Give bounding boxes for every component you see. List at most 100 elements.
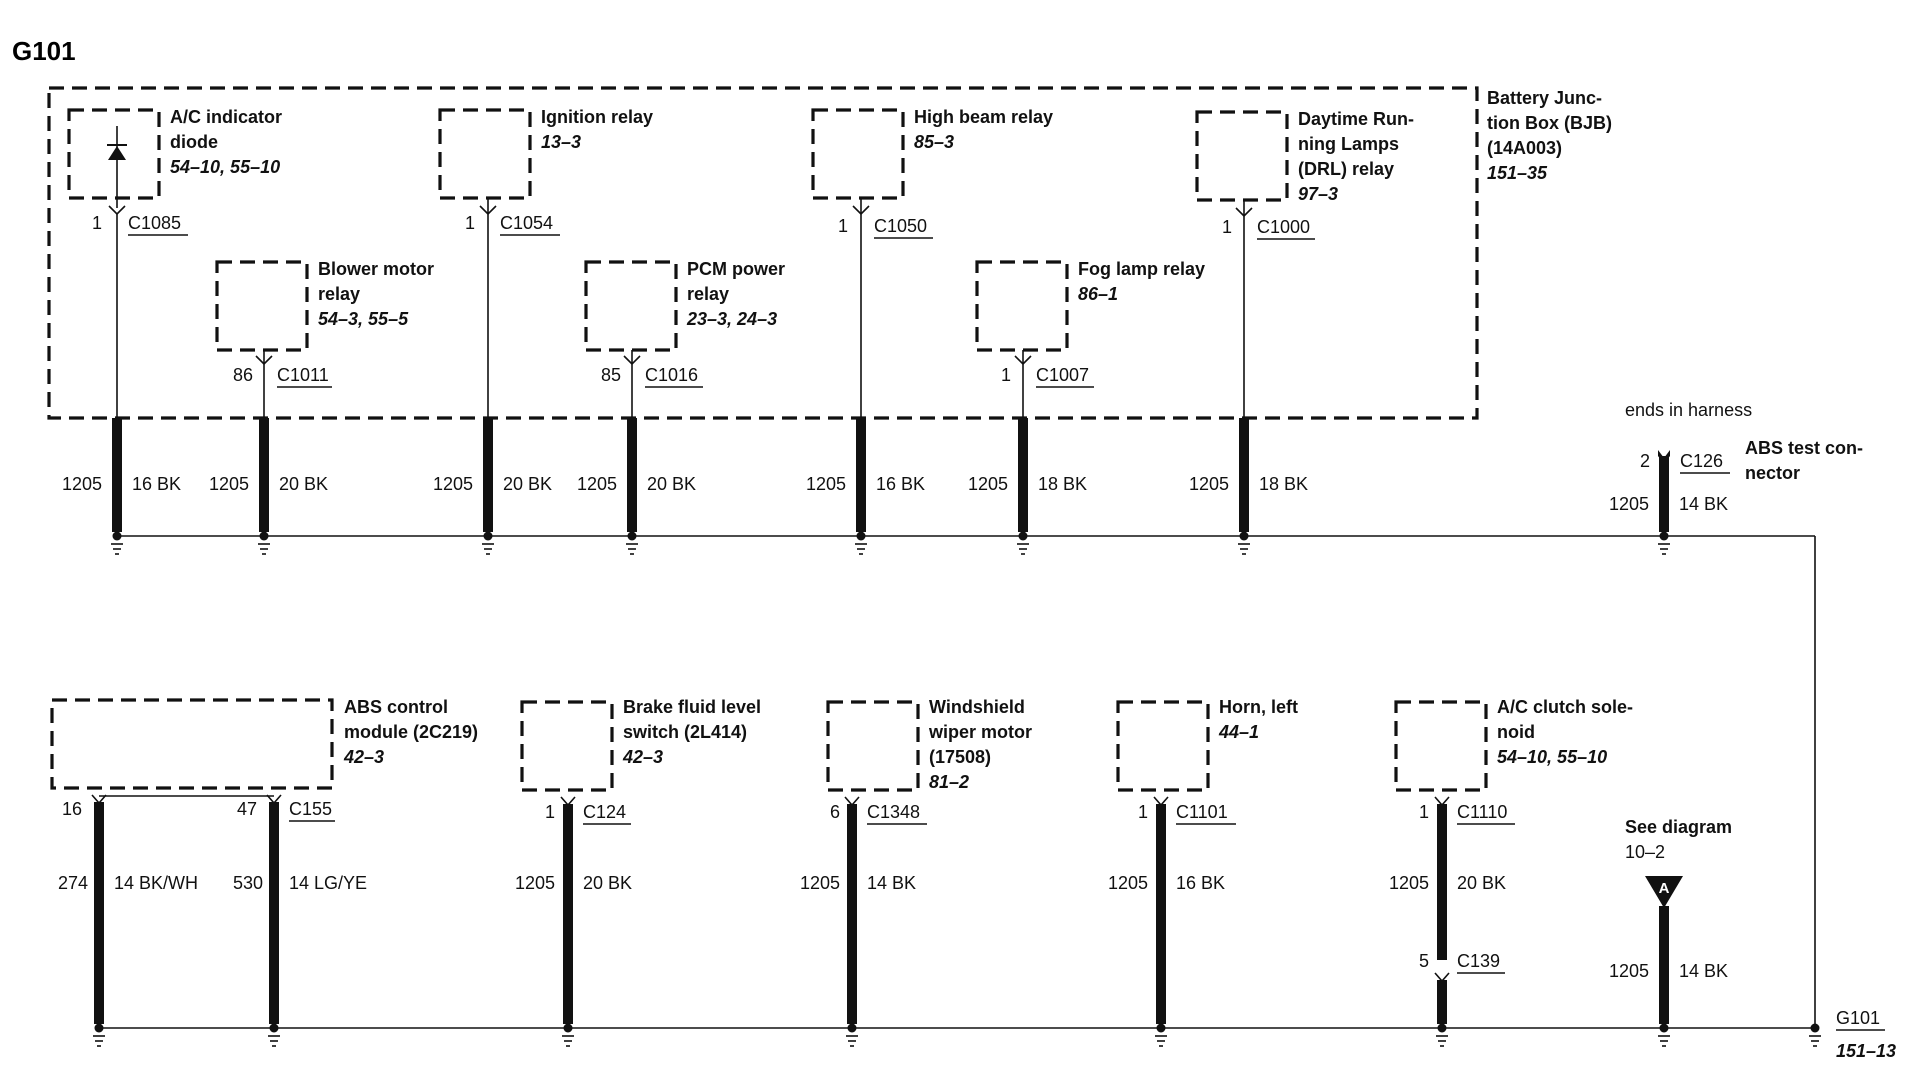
circuit-number: 1205 [1609,961,1649,981]
ground-symbols [93,531,1821,1047]
connector-badge: A [1659,880,1670,897]
circuit-number: 1205 [577,474,617,494]
top-component-ac-indicator-diode: A/C indicator diode 54–10, 55–10 1 C1085 [67,107,282,418]
component-ref: 42–3 [343,747,384,767]
ground-symbol [1017,531,1029,555]
ground-symbol [1155,1023,1167,1047]
pin-number: 5 [1419,951,1429,971]
pin-number: 1 [1222,217,1232,237]
component-name: wiper motor [928,722,1032,742]
component-ref: 81–2 [929,772,969,792]
component-name: Brake fluid level [623,697,761,717]
ground-symbol [1436,1023,1448,1047]
wire-spec: 20 BK [1457,873,1506,893]
pin-number: 85 [601,365,621,385]
component-name: Daytime Run- [1298,109,1414,129]
pin-number: 1 [465,213,475,233]
wire-spec: 14 BK/WH [114,873,198,893]
ground-symbol [1809,1023,1821,1047]
component-name: Blower motor [318,259,434,279]
connector-id: C1016 [645,365,698,385]
page-title: G101 [12,36,76,66]
bottom-component-brake-fluid-level-switch: Brake fluid level switch (2L414) 42–3 1 … [515,697,761,1024]
abs-test-connector: ends in harness ABS test con- nector 2 C… [1609,400,1863,532]
component-ref: 86–1 [1078,284,1118,304]
ground-symbol [1658,531,1670,555]
component-name: Windshield [929,697,1025,717]
connector-id: C124 [583,802,626,822]
wire-spec: 18 BK [1259,474,1308,494]
see-diagram-ref: 10–2 [1625,842,1665,862]
circuit-number: 1205 [806,474,846,494]
component-box [1394,700,1488,792]
circuit-number: 1205 [1609,494,1649,514]
wire-spec: 16 BK [1176,873,1225,893]
component-name: A/C indicator [170,107,282,127]
see-diagram-reference: See diagram 10–2 A 1205 14 BK [1609,817,1732,1024]
component-name: Ignition relay [541,107,653,127]
top-component-high-beam-relay: High beam relay 85–3 1 C1050 [811,107,1053,418]
component-name: High beam relay [914,107,1053,127]
connector-id: C1000 [1257,217,1310,237]
wire-spec: 20 BK [503,474,552,494]
harness-note: ends in harness [1625,400,1752,420]
ground-symbol [93,1023,105,1047]
component-name: Horn, left [1219,697,1298,717]
connector-id: C1054 [500,213,553,233]
circuit-number: 1205 [62,474,102,494]
component-ref: 97–3 [1298,184,1338,204]
bjb-ref: 151–35 [1487,163,1548,183]
connector-pin-symbol [560,796,576,807]
connector-id: C1085 [128,213,181,233]
ground-symbol [111,531,123,555]
ground-symbol [268,1023,280,1047]
wire-spec: 20 BK [647,474,696,494]
component-box [1116,700,1210,792]
pin-number: 16 [62,799,82,819]
circuit-number: 530 [233,873,263,893]
component-ref: 13–3 [541,132,581,152]
connector-id: C1050 [874,216,927,236]
triangle-connector-icon [1645,876,1683,908]
component-name: switch (2L414) [623,722,747,742]
circuit-number: 1205 [515,873,555,893]
pin-number: 86 [233,365,253,385]
circuit-number: 1205 [433,474,473,494]
bottom-component-windshield-wiper-motor: Windshield wiper motor (17508) 81–2 6 C1… [800,697,1032,1024]
battery-junction-box-outline [47,86,1479,420]
circuit-number: 1205 [1108,873,1148,893]
component-name: ABS control [344,697,448,717]
component-box [1195,110,1289,202]
bjb-label: Battery Junc- tion Box (BJB) (14A003) 15… [1487,88,1612,183]
component-box [438,108,532,200]
component-box [50,698,334,790]
component-name: ABS test con- [1745,438,1863,458]
component-name: diode [170,132,218,152]
connector-id: C155 [289,799,332,819]
bjb-label-line: Battery Junc- [1487,88,1602,108]
connector-id: C1101 [1176,802,1228,822]
component-ref: 54–10, 55–10 [170,157,280,177]
circuit-number: 274 [58,873,88,893]
connector-id: C1110 [1457,802,1507,822]
ground-symbol [1238,531,1250,555]
wire-spec: 18 BK [1038,474,1087,494]
bottom-component-horn-left: Horn, left 44–1 1 C1101 1205 16 BK [1108,697,1298,1024]
circuit-number: 1205 [209,474,249,494]
component-name: module (2C219) [344,722,478,742]
pin-number: 2 [1640,451,1650,471]
component-box [975,260,1069,352]
component-ref: 54–3, 55–5 [318,309,409,329]
wire-spec: 14 BK [1679,494,1728,514]
ground-symbol [626,531,638,555]
connector-id: C139 [1457,951,1500,971]
component-ref: 54–10, 55–10 [1497,747,1607,767]
component-box [215,260,309,352]
ground-reference: G101 151–13 [1836,1008,1896,1061]
top-wires: 1205 16 BK 1205 20 BK 1205 20 BK 1205 20… [62,418,1308,532]
ground-symbol [562,1023,574,1047]
circuit-number: 1205 [1189,474,1229,494]
component-name: noid [1497,722,1535,742]
